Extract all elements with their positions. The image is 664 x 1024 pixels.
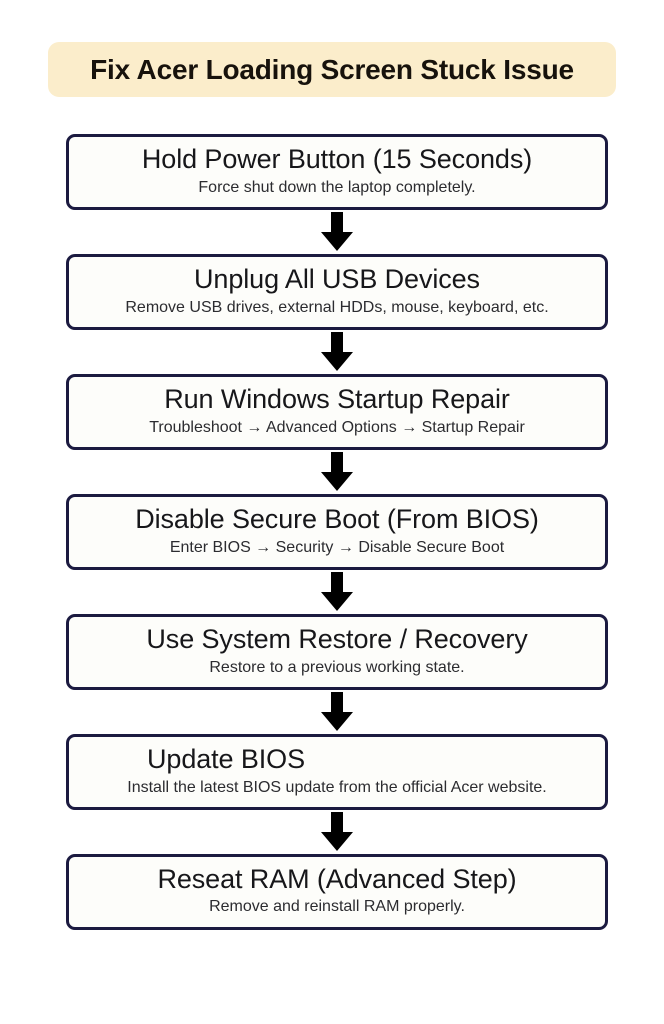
connector-1-to-2 [66, 210, 608, 254]
flow-step-2-title: Unplug All USB Devices [194, 263, 480, 294]
flow-step-1-title: Hold Power Button (15 Seconds) [141, 144, 533, 174]
connector-5-to-6 [66, 690, 608, 734]
flow-step-5[interactable]: Use System Restore / Recovery Restore to… [66, 613, 608, 690]
flow-step-6-title: Update BIOS [147, 743, 305, 774]
connector-4-to-5 [66, 570, 608, 614]
flow-step-2[interactable]: Unplug All USB Devices Remove USB drives… [66, 253, 608, 330]
down-arrow-icon [321, 811, 353, 851]
flow-step-4[interactable]: Disable Secure Boot (From BIOS) Enter BI… [66, 493, 608, 570]
flow-step-5-description: Restore to a previous working state. [209, 658, 465, 676]
down-arrow-icon [321, 571, 353, 611]
down-arrow-icon [321, 331, 353, 371]
flow-step-1[interactable]: Hold Power Button (15 Seconds) Force shu… [66, 134, 608, 210]
flow-step-6[interactable]: Update BIOS Install the latest BIOS upda… [66, 733, 608, 810]
flow-step-5-title: Use System Restore / Recovery [146, 623, 528, 654]
flow-step-4-description: Enter BIOS → Security → Disable Secure B… [169, 538, 505, 556]
connector-6-to-7 [66, 810, 608, 854]
flow-step-7[interactable]: Reseat RAM (Advanced Step) Remove and re… [66, 853, 608, 930]
down-arrow-icon [321, 451, 353, 491]
flow-step-7-description: Remove and reinstall RAM properly. [209, 898, 465, 916]
flow-step-2-description: Remove USB drives, external HDDs, mouse,… [125, 298, 549, 316]
flow-step-3[interactable]: Run Windows Startup Repair Troubleshoot … [66, 373, 608, 450]
flowchart-steps-column: Hold Power Button (15 Seconds) Force shu… [66, 134, 608, 930]
flow-step-6-description: Install the latest BIOS update from the … [127, 778, 547, 796]
flow-step-3-description: Troubleshoot → Advanced Options → Startu… [149, 418, 525, 436]
flow-step-4-title: Disable Secure Boot (From BIOS) [135, 503, 539, 534]
connector-2-to-3 [66, 330, 608, 374]
down-arrow-icon [321, 211, 353, 251]
flow-step-1-description: Force shut down the laptop completely. [198, 178, 476, 196]
page-title-banner: Fix Acer Loading Screen Stuck Issue [48, 42, 616, 97]
page-title: Fix Acer Loading Screen Stuck Issue [90, 53, 574, 85]
flow-step-3-title: Run Windows Startup Repair [164, 383, 510, 414]
down-arrow-icon [321, 691, 353, 731]
flow-step-7-title: Reseat RAM (Advanced Step) [157, 863, 517, 894]
connector-3-to-4 [66, 450, 608, 494]
